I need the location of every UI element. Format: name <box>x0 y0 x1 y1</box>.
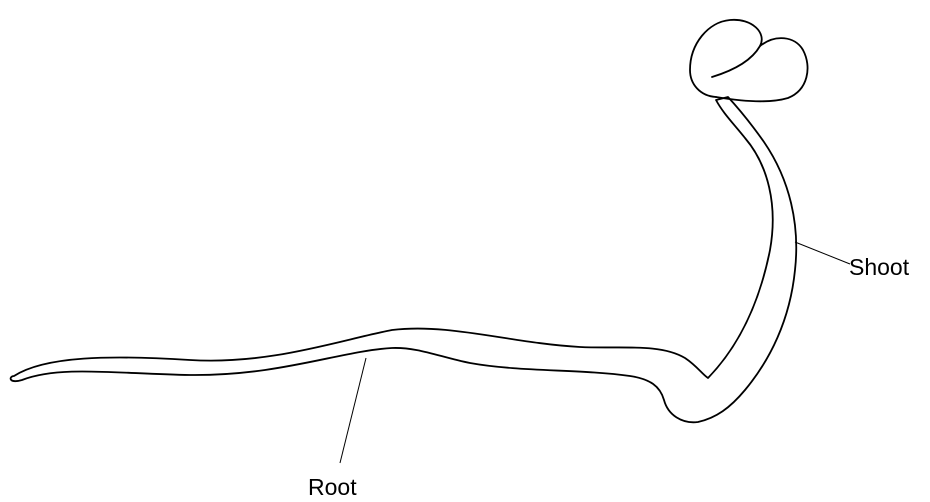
cotyledon-left <box>689 19 763 98</box>
root-label: Root <box>308 474 357 500</box>
shoot-label: Shoot <box>849 254 910 280</box>
shoot-leader-line <box>794 241 851 265</box>
root-leader-line <box>339 357 367 464</box>
seedling-outline <box>9 96 798 424</box>
cotyledon-right <box>715 37 809 103</box>
